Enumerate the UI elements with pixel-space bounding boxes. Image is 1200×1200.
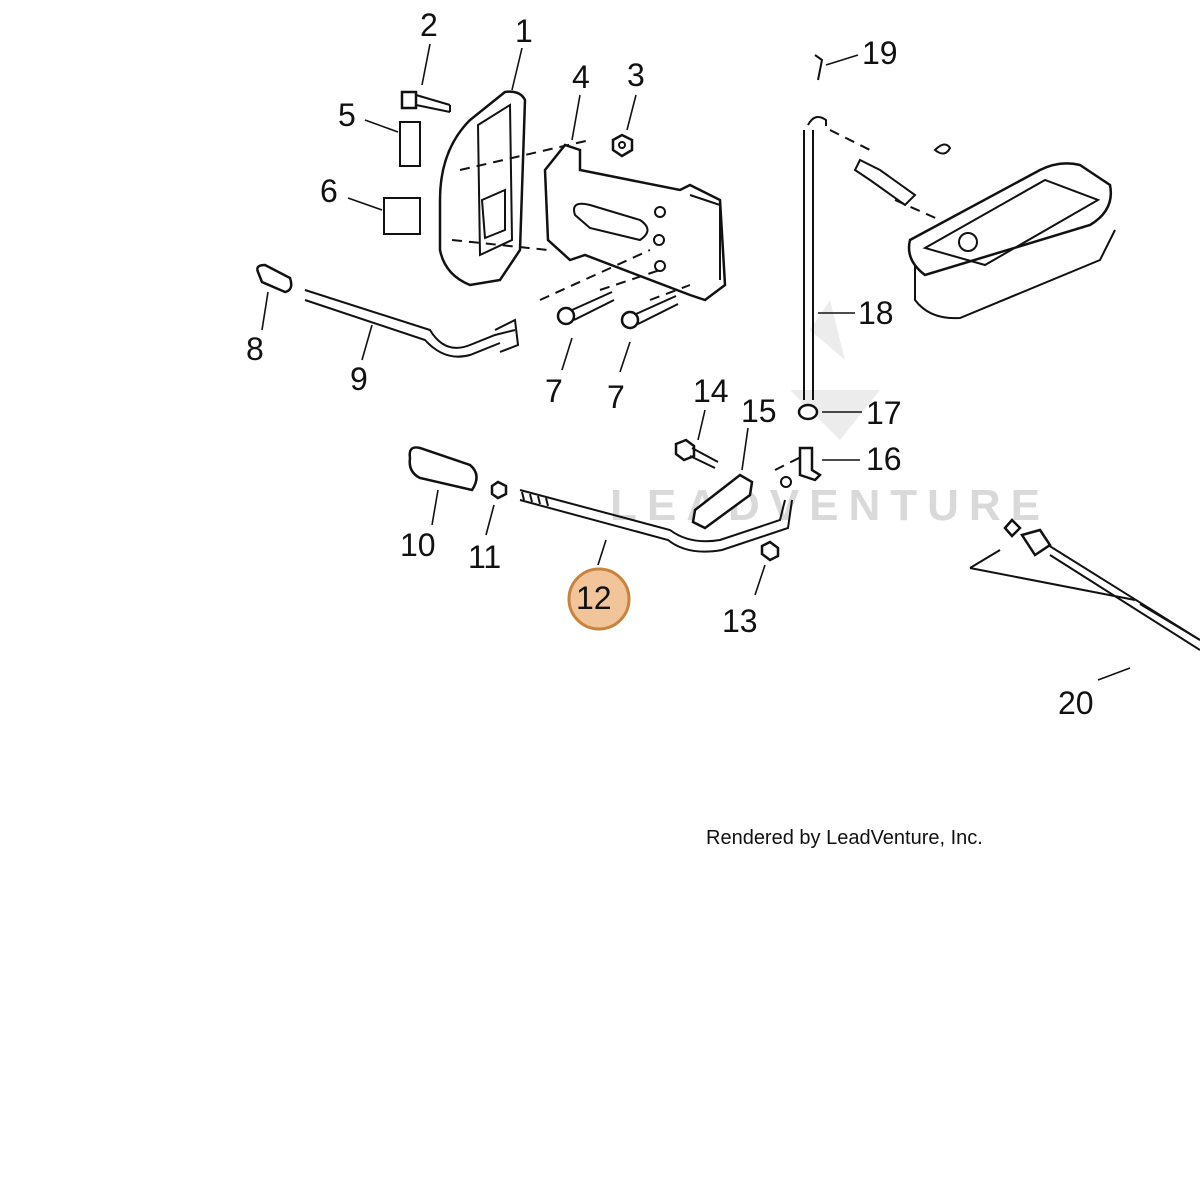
plate-15: [691, 473, 754, 530]
highlight-circle: [567, 567, 631, 631]
screw-7b: [620, 295, 679, 330]
label-5: 5: [338, 97, 356, 133]
decal-6: [383, 197, 421, 235]
washer-17: [797, 403, 819, 421]
label-12: 12: [576, 580, 612, 616]
label-2: 2: [420, 7, 438, 43]
label-14: 14: [693, 373, 729, 409]
label-9: 9: [350, 361, 368, 397]
rod-18: [803, 115, 827, 400]
part-labels: 2 1 4 3 19 5 6 8 9 7 7 18 14 15 17 16 10…: [246, 7, 1094, 721]
bracket-4: [543, 143, 727, 302]
label-7a: 7: [545, 373, 563, 409]
label-18: 18: [858, 295, 894, 331]
label-6: 6: [320, 173, 338, 209]
label-16: 16: [866, 441, 902, 477]
bolt-14: [674, 438, 719, 469]
label-3: 3: [627, 57, 645, 93]
nut-3: [611, 133, 634, 158]
leader-lines: [261, 43, 1131, 681]
label-15: 15: [741, 393, 777, 429]
bolt-2: [400, 90, 451, 113]
label-19: 19: [862, 35, 898, 71]
credit-text: Rendered by LeadVenture, Inc.: [706, 827, 983, 849]
label-17: 17: [866, 395, 902, 431]
label-11: 11: [468, 539, 501, 575]
fitting-16: [798, 446, 822, 482]
assembly-lines: [451, 129, 941, 471]
label-1: 1: [515, 13, 533, 49]
rod-12: [519, 476, 793, 553]
cap-8: [256, 263, 293, 294]
label-7b: 7: [607, 379, 625, 415]
tray-assembly: [853, 143, 1116, 320]
washer-13: [760, 540, 780, 562]
label-13: 13: [722, 603, 758, 639]
label-8: 8: [246, 331, 264, 367]
svg-text:LEADVENTURE: LEADVENTURE: [610, 481, 1050, 530]
cable-20: [969, 518, 1200, 651]
rod-9: [304, 289, 520, 358]
handle-grip: [438, 90, 527, 287]
nut-11: [490, 480, 508, 500]
label-20: 20: [1058, 685, 1094, 721]
decal-5: [399, 121, 421, 167]
watermark: LEADVENTURE: [610, 300, 1050, 530]
knob-10: [408, 446, 478, 492]
screw-7a: [556, 291, 615, 326]
label-10: 10: [400, 527, 436, 563]
clip-19: [814, 54, 824, 81]
label-4: 4: [572, 59, 590, 95]
